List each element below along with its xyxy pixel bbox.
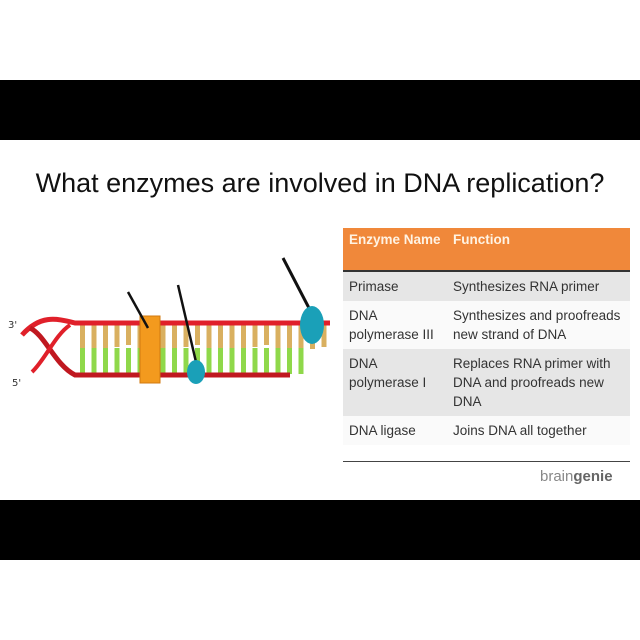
- enzyme-name: DNA ligase: [343, 416, 447, 445]
- logo-text-brain: brain: [540, 468, 574, 485]
- table-row: Primase Synthesizes RNA primer: [343, 271, 630, 301]
- helicase-enzyme: [300, 306, 324, 344]
- base-top: [241, 325, 246, 349]
- base-top: [103, 325, 108, 349]
- divider: [343, 461, 630, 462]
- table-row: DNA polymerase I Replaces RNA primer wit…: [343, 349, 630, 416]
- enzyme-name: DNA polymerase I: [343, 349, 447, 416]
- base-bottom: [229, 348, 235, 374]
- base-bottom: [114, 348, 120, 374]
- base-top: [183, 325, 189, 347]
- enzyme-function: Synthesizes RNA primer: [447, 271, 630, 301]
- base-bottom: [275, 348, 281, 374]
- header-function: Function: [447, 228, 630, 272]
- label-3-prime: 3': [8, 320, 18, 331]
- pol3-pointer: [176, 284, 198, 363]
- base-bottom: [287, 348, 292, 374]
- base-top: [114, 325, 120, 347]
- base-bottom: [126, 348, 131, 374]
- base-top: [218, 325, 223, 353]
- base-bottom: [172, 348, 177, 374]
- enzyme-name: Primase: [343, 271, 447, 301]
- letterbox-top: [0, 80, 640, 140]
- enzyme-function: Replaces RNA primer with DNA and proofre…: [447, 349, 630, 416]
- base-top: [252, 325, 258, 347]
- slide: What enzymes are involved in DNA replica…: [0, 140, 640, 500]
- letterbox-bottom: [0, 500, 640, 560]
- base-top: [160, 325, 166, 351]
- label-5-prime: 5': [12, 378, 22, 389]
- base-top: [275, 325, 281, 355]
- base-top: [321, 325, 327, 347]
- primase-pointer: [126, 291, 150, 329]
- enzyme-function: Synthesizes and proofreads new strand of…: [447, 301, 630, 349]
- base-top: [126, 325, 131, 345]
- primase-enzyme: [139, 315, 161, 384]
- base-bottom: [218, 348, 223, 374]
- logo-text-genie: genie: [573, 468, 613, 485]
- base-top: [287, 325, 292, 353]
- base-bottom: [298, 348, 304, 374]
- enzyme-function: Joins DNA all together: [447, 416, 630, 445]
- helix-strand-b: [28, 325, 290, 378]
- base-bottom: [241, 348, 246, 374]
- enzyme-name: DNA polymerase III: [343, 301, 447, 349]
- base-top: [298, 325, 304, 351]
- enzyme-table: Enzyme Name Function Primase Synthesizes…: [343, 228, 630, 445]
- base-top: [206, 325, 212, 355]
- base-bottom: [252, 348, 258, 374]
- base-bottom: [80, 348, 85, 374]
- helicase-pointer: [281, 257, 312, 311]
- dna-replication-diagram: [20, 257, 330, 384]
- base-top: [195, 325, 200, 345]
- header-enzyme: Enzyme Name: [343, 228, 447, 272]
- base-top: [229, 325, 235, 351]
- table-row: DNA ligase Joins DNA all together: [343, 416, 630, 445]
- slide-title: What enzymes are involved in DNA replica…: [35, 168, 605, 198]
- braingenie-logo: braingenie: [540, 468, 613, 485]
- base-top: [172, 325, 177, 349]
- base-top: [91, 325, 97, 351]
- base-bottom: [264, 348, 269, 374]
- base-bottom: [183, 348, 189, 374]
- base-bottom: [206, 348, 212, 374]
- base-bottom: [91, 348, 97, 374]
- table-row: DNA polymerase III Synthesizes and proof…: [343, 301, 630, 349]
- base-top: [80, 325, 85, 353]
- table-header: Enzyme Name Function: [343, 228, 630, 272]
- base-top: [264, 325, 269, 345]
- dna-polymerase-iii-enzyme: [187, 360, 205, 384]
- base-bottom: [103, 348, 108, 374]
- base-bottom: [160, 348, 166, 374]
- helix-strand-a: [20, 316, 330, 337]
